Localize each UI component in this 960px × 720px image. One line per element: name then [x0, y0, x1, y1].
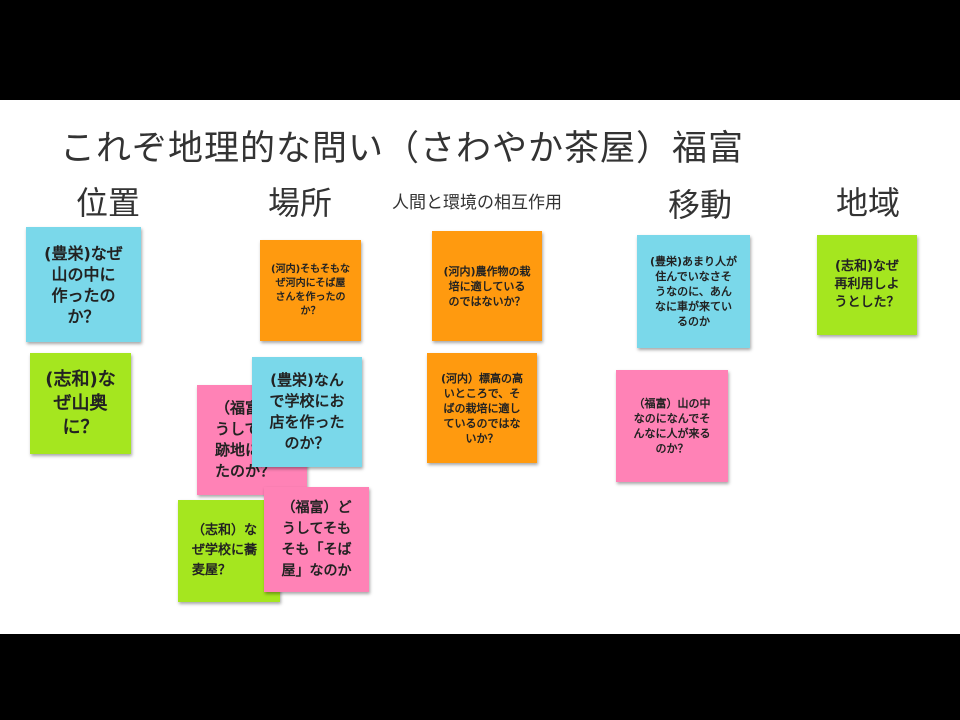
- sticky-note-text: (豊栄)なん で学校にお 店を作った のか？: [269, 371, 345, 452]
- sticky-note-text: (豊栄)なぜ 山の中に 作ったの か？: [44, 243, 123, 326]
- column-header-region: 地域: [836, 184, 901, 222]
- sticky-note[interactable]: (豊栄)あまり人が 住んでいなさそ うなのに、あん なに車が来てい るのか: [637, 235, 750, 348]
- sticky-note[interactable]: (志和)な ぜ山奥 に？: [30, 353, 131, 454]
- sticky-note-text: (志和)なぜ 再利用しよ うとした？: [834, 259, 900, 310]
- sticky-note-text: （福富）山の中 なのになんでそ んなに人が来る のか？: [633, 397, 711, 455]
- column-header-place: 場所: [268, 184, 333, 222]
- sticky-note[interactable]: (河内)農作物の栽 培に適している のではないか？: [432, 231, 542, 341]
- sticky-note[interactable]: (豊栄)なん で学校にお 店を作った のか？: [252, 357, 362, 467]
- sticky-note-text: （志和）な ぜ学校に蕎 麦屋？: [192, 523, 258, 578]
- column-header-location: 位置: [76, 184, 141, 222]
- sticky-note[interactable]: （志和）な ぜ学校に蕎 麦屋？: [178, 500, 280, 602]
- column-header-interaction: 人間と環境の相互作用: [392, 193, 562, 213]
- sticky-note[interactable]: (河内)そもそもな ぜ河内にそば屋 さんを作ったの か？: [260, 240, 361, 341]
- slide-title: これぞ地理的な問い（さわやか茶屋）福富: [60, 129, 745, 169]
- sticky-note[interactable]: （福富）山の中 なのになんでそ んなに人が来る のか？: [616, 370, 728, 482]
- slide: これぞ地理的な問い（さわやか茶屋）福富 位置 場所 人間と環境の相互作用 移動 …: [0, 100, 960, 634]
- sticky-note[interactable]: (河内）標高の高 いところで、そ ばの栽培に適し ているのではな いか？: [427, 353, 537, 463]
- sticky-note[interactable]: (志和)なぜ 再利用しよ うとした？: [817, 235, 917, 335]
- sticky-note-text: (豊栄)あまり人が 住んでいなさそ うなのに、あん なに車が来てい るのか: [649, 255, 738, 328]
- sticky-note-text: (河内)農作物の栽 培に適している のではないか？: [443, 264, 531, 308]
- sticky-note-text: (志和)な ぜ山奥 に？: [45, 368, 116, 438]
- column-header-movement: 移動: [668, 186, 733, 224]
- sticky-note[interactable]: (豊栄)なぜ 山の中に 作ったの か？: [26, 227, 141, 342]
- sticky-note-text: (河内)そもそもな ぜ河内にそば屋 さんを作ったの か？: [271, 263, 350, 317]
- sticky-note[interactable]: （福富）ど うしてそも そも「そば 屋」なのか: [264, 487, 369, 592]
- sticky-note-text: (河内）標高の高 いところで、そ ばの栽培に適し ているのではな いか？: [440, 371, 524, 445]
- sticky-note-text: （福富）ど うしてそも そも「そば 屋」なのか: [281, 499, 352, 579]
